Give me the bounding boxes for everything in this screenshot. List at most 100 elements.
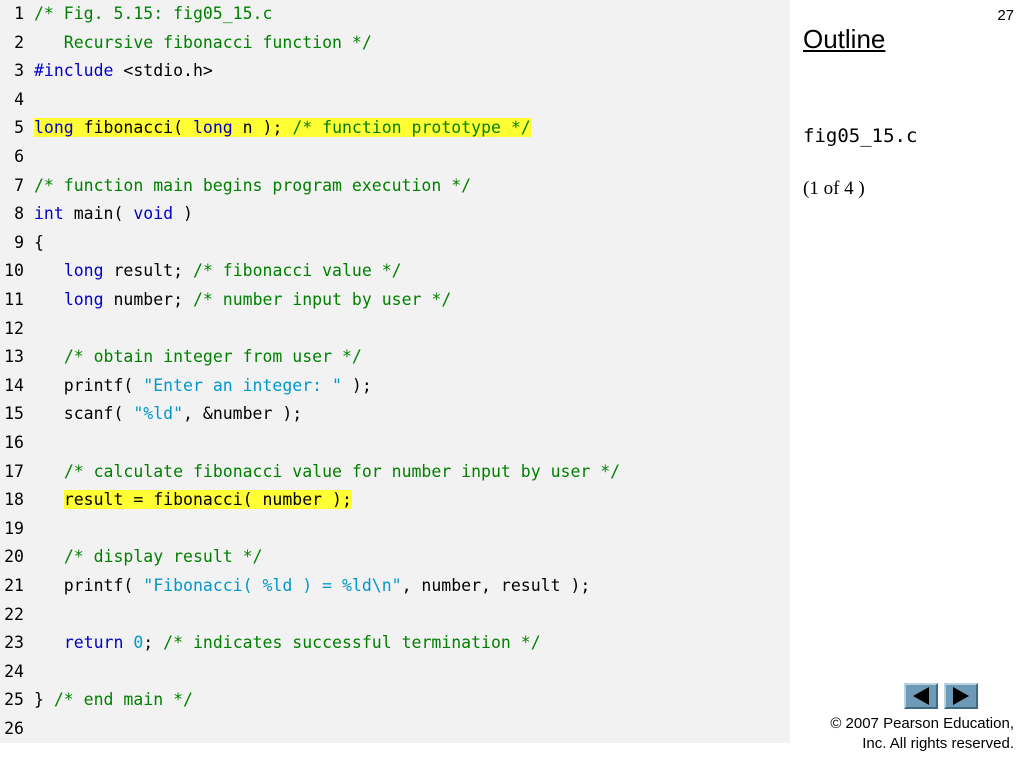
line-number: 5 [14,118,24,138]
code-line: 22 [0,601,34,630]
code-line: 1/* Fig. 5.15: fig05_15.c [0,0,272,29]
code-token: Recursive fibonacci function */ [34,32,372,52]
line-number: 6 [14,147,24,166]
code-line: 13 /* obtain integer from user */ [0,343,362,372]
line-number: 1 [14,4,24,23]
code-line: 9{ [0,229,44,258]
code-token: long [192,118,233,138]
code-token: long [63,261,104,281]
code-line: 8 int main( void ) [0,200,193,229]
code-line: 4 [0,86,34,115]
code-token: } [34,690,54,710]
code-line: 6 [0,143,34,172]
code-line: 16 [0,429,34,458]
code-token: #include [34,61,114,81]
code-token: /* function main begins program executio… [34,175,472,195]
code-line: 18 result = fibonacci( number ); [0,486,352,515]
line-number: 24 [4,661,24,681]
code-token: long [63,290,104,309]
line-number: 2 [14,32,24,52]
code-token: /* function prototype */ [292,118,531,138]
code-line: 2 Recursive fibonacci function */ [0,29,372,58]
code-text: return 0; /* indicates successful termin… [34,633,541,652]
line-number: 25 [4,690,24,710]
copyright-line-1: © 2007 Pearson Education, [830,715,1014,732]
code-token: printf( [34,576,144,595]
line-number: 14 [4,375,24,395]
line-number: 26 [4,719,24,738]
code-line: 26 [0,715,34,744]
code-line: 7 /* function main begins program executi… [0,172,471,201]
outline-link[interactable]: Outline [803,24,886,54]
line-number: 17 [4,461,24,481]
code-token [34,490,64,509]
code-text: long number; /* number input by user */ [34,290,451,309]
code-token [34,633,64,652]
code-token: <stdio.h> [113,61,213,81]
code-token: "Enter an integer: " [143,375,342,395]
code-text: printf( "Fibonacci( %ld ) = %ld\n", numb… [34,576,591,595]
line-number: 9 [14,232,24,252]
line-number: 18 [4,490,24,510]
line-number: 19 [4,518,24,538]
code-text: /* function main begins program executio… [34,176,471,195]
code-line: 11 long number; /* number input by user … [0,286,451,315]
code-token: /* indicates successful termination */ [163,633,541,653]
code-token: /* number input by user */ [192,290,452,309]
line-number: 16 [4,433,24,452]
code-token: /* display result */ [63,547,263,567]
code-token: scanf( [34,404,134,424]
code-token: void [133,204,174,224]
code-token: ); [341,375,372,395]
code-token: n ); [232,118,293,138]
code-line: 14 printf( "Enter an integer: " ); [0,372,372,401]
line-number: 3 [14,61,24,81]
line-number: 22 [4,604,24,624]
code-token: /* fibonacci value */ [192,261,402,281]
code-line: 3 #include <stdio.h> [0,57,213,86]
code-token: /* end main */ [53,690,193,710]
code-line: 15 scanf( "%ld", &number ); [0,400,302,429]
code-line: 10 long result; /* fibonacci value */ [0,257,402,286]
code-token: result; [103,261,193,281]
code-text: #include <stdio.h> [34,61,213,80]
code-token: /* obtain integer from user */ [63,347,362,367]
code-token: return [63,633,124,653]
code-token: fibonacci( [73,118,193,138]
line-number: 10 [4,261,24,281]
code-token: "%ld" [133,404,184,424]
next-slide-button[interactable] [944,683,978,709]
code-line: 24 [0,658,34,687]
code-token [34,347,64,366]
line-number: 11 [4,290,24,309]
code-token: "Fibonacci( %ld ) = %ld\n" [143,576,402,595]
code-token: int [34,204,64,224]
code-text: /* obtain integer from user */ [34,347,362,366]
code-line: 21 printf( "Fibonacci( %ld ) = %ld\n", n… [0,572,590,601]
code-text: result = fibonacci( number ); [34,490,352,510]
code-line: 23 return 0; /* indicates successful ter… [0,629,541,658]
file-name: fig05_15.c [803,125,918,147]
copyright-line-2: Inc. All rights reserved. [862,735,1014,752]
previous-slide-button[interactable] [904,683,938,709]
code-token [34,261,64,280]
code-text: Recursive fibonacci function */ [34,33,372,52]
code-line: 17 /* calculate fibonacci value for numb… [0,458,620,487]
code-token: ) [173,204,193,224]
code-token: 0 [133,633,144,653]
code-text: printf( "Enter an integer: " ); [34,376,372,395]
line-number: 23 [4,633,24,653]
code-token: { [34,232,44,252]
code-token: main( [63,204,134,224]
line-number: 8 [14,204,24,224]
line-number: 7 [14,175,24,195]
code-token: , &number ); [183,404,303,424]
left-triangle-icon [913,687,929,705]
code-token [34,547,64,566]
line-number: 4 [14,89,24,109]
code-token [34,462,64,481]
code-text: scanf( "%ld", &number ); [34,404,302,423]
code-line: 12 [0,315,34,344]
